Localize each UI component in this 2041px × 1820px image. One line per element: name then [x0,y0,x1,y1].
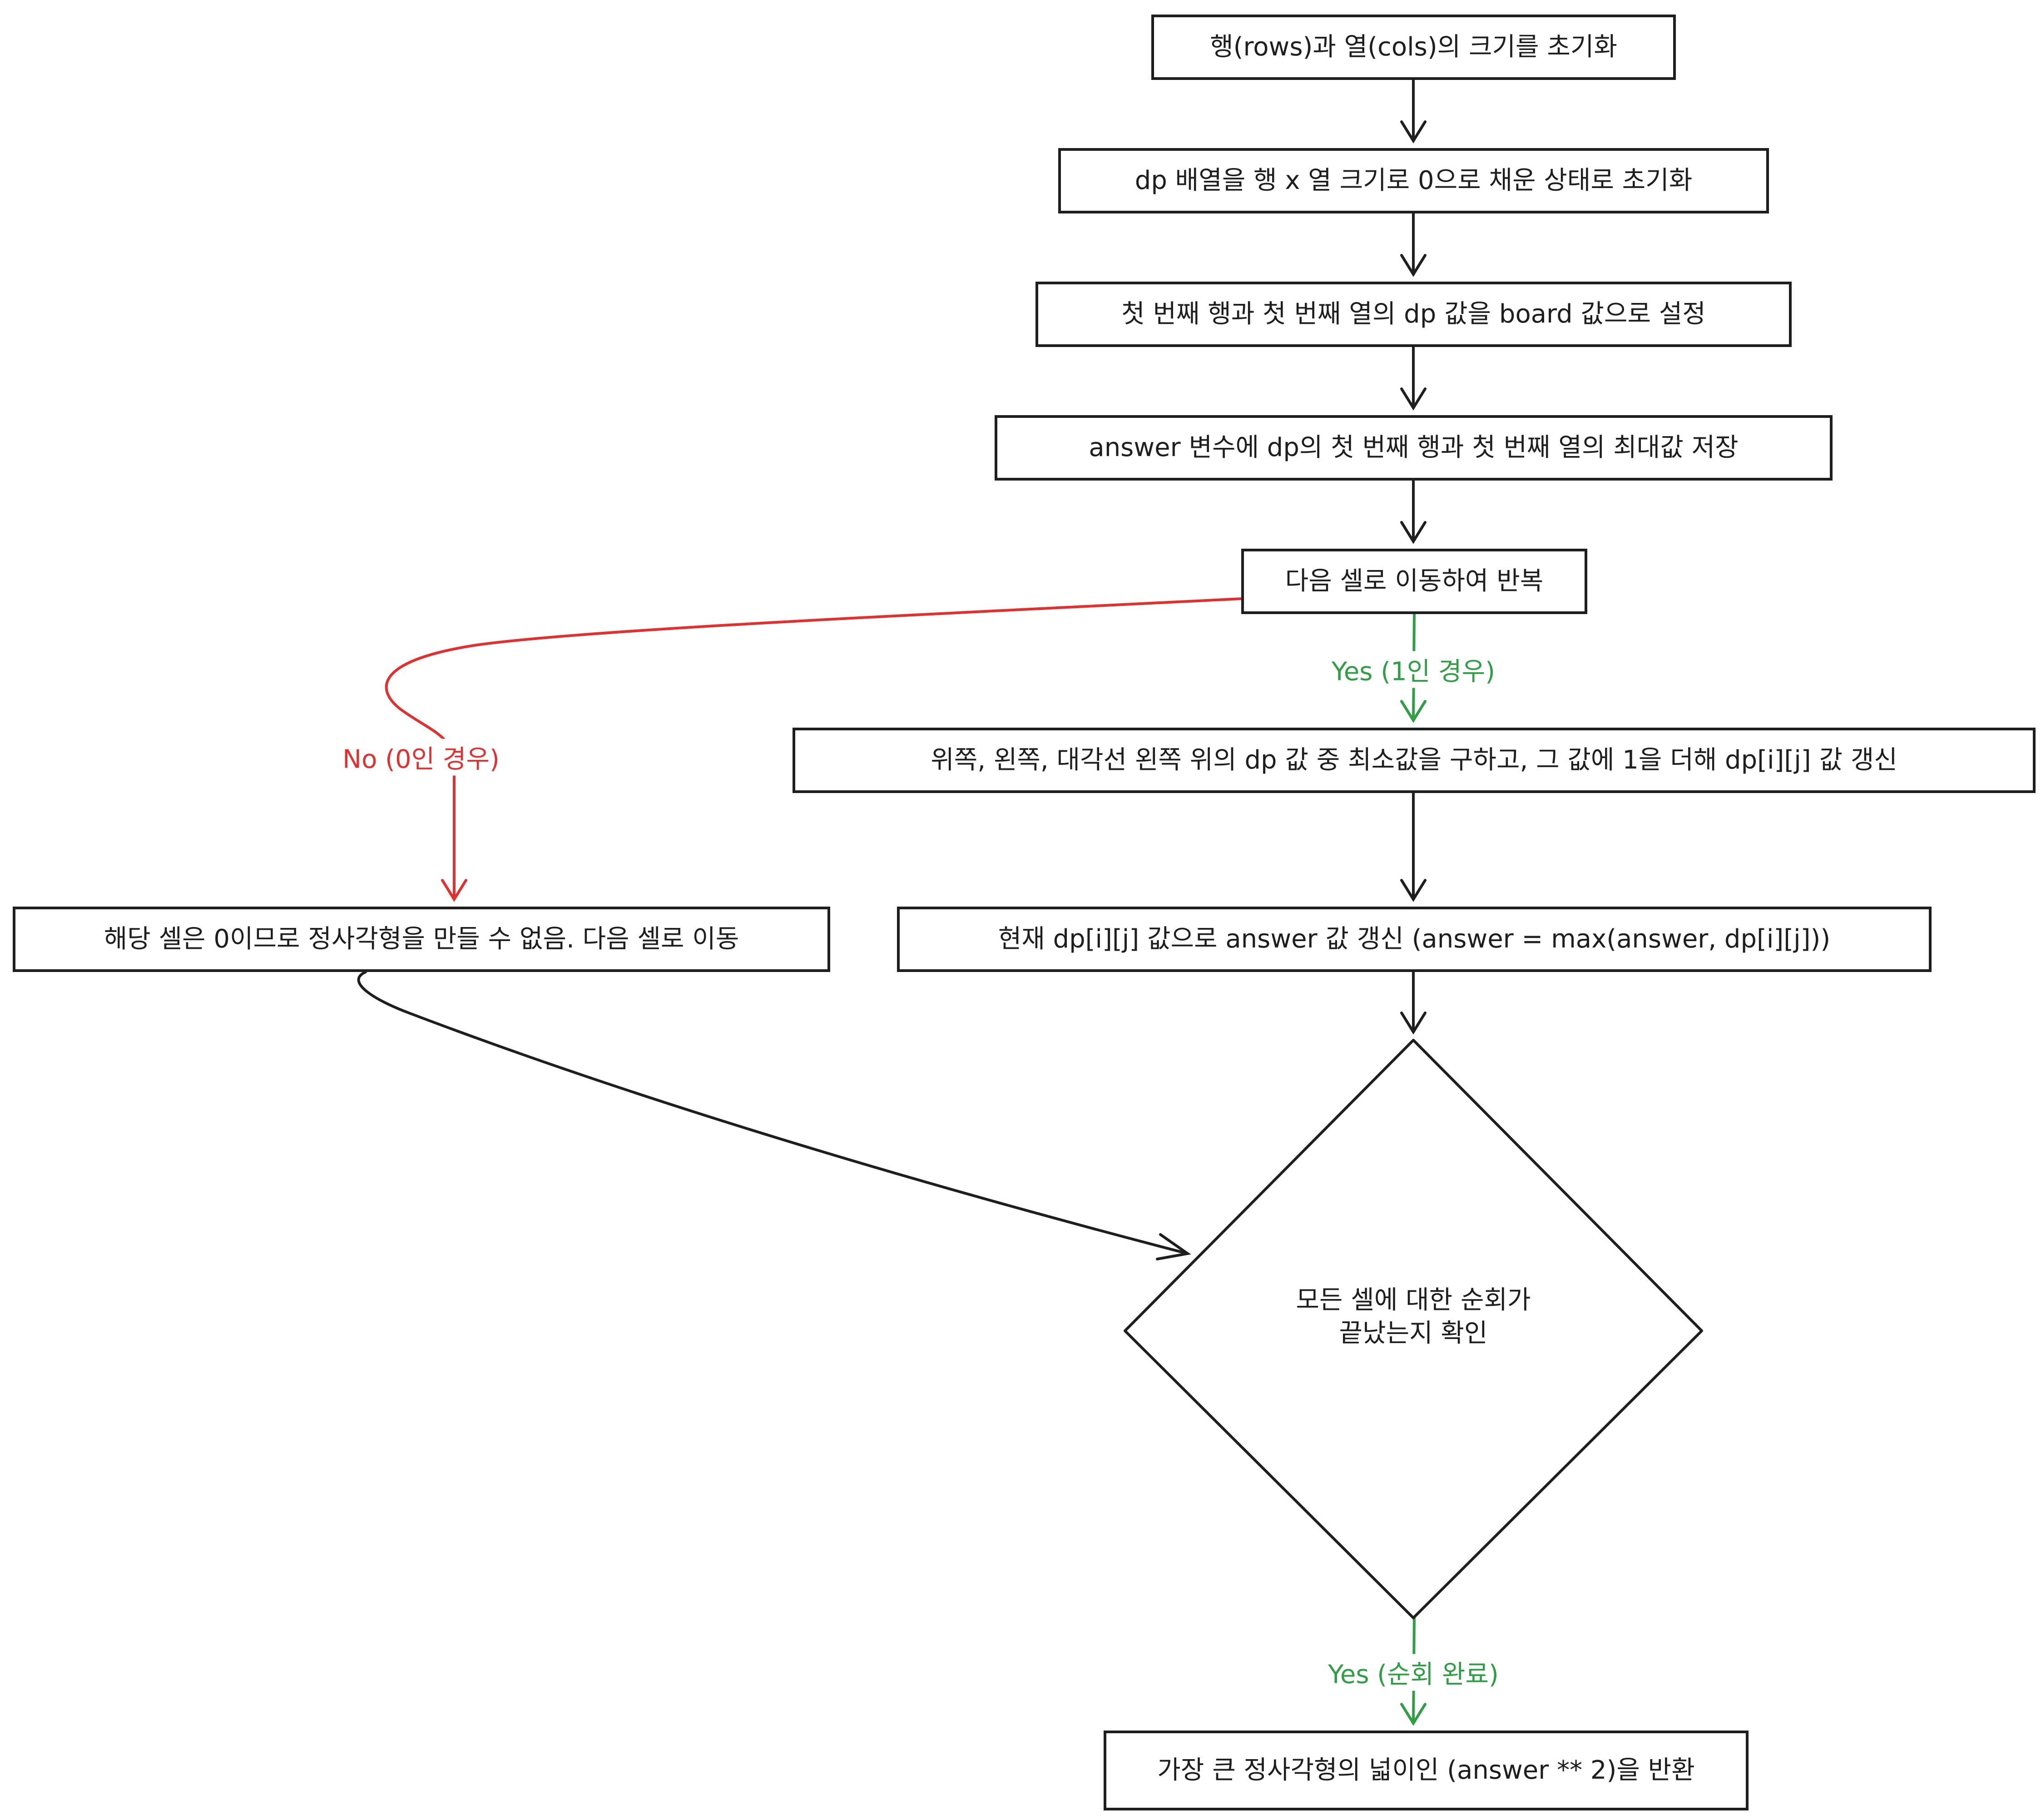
return-result-label: 가장 큰 정사각형의 넓이인 (answer ** 2)을 반환 [1157,1756,1695,1785]
init-dp-node: dp 배열을 행 x 열 크기로 0으로 채운 상태로 초기화 [1058,148,1769,213]
next-cell-node: 다음 셀로 이동하여 반복 [1241,549,1587,614]
next-cell-label: 다음 셀로 이동하여 반복 [1285,566,1544,596]
update-dp-label: 위쪽, 왼쪽, 대각선 왼쪽 위의 dp 값 중 최소값을 구하고, 그 값에 … [931,745,1897,775]
arrowhead [1400,1703,1427,1726]
init-size-label: 행(rows)과 열(cols)의 크기를 초기화 [1210,32,1617,62]
yes-done-label: Yes (순회 완료) [1324,1654,1502,1691]
edge-no-zero [385,596,1271,901]
init-size-node: 행(rows)과 열(cols)의 크기를 초기화 [1151,15,1676,80]
set-first-node: 첫 번째 행과 첫 번째 열의 dp 값을 board 값으로 설정 [1035,282,1792,347]
arrowhead [1400,1012,1427,1035]
update-answer-label: 현재 dp[i][j] 값으로 answer 값 갱신 (answer = ma… [998,924,1831,954]
update-answer-node: 현재 dp[i][j] 값으로 answer 값 갱신 (answer = ma… [897,907,1932,972]
return-result-node: 가장 큰 정사각형의 넓이인 (answer ** 2)을 반환 [1104,1731,1749,1810]
arrowhead [1156,1233,1191,1260]
arrowhead [1400,387,1427,411]
init-dp-label: dp 배열을 행 x 열 크기로 0으로 채운 상태로 초기화 [1134,166,1693,195]
store-answer-node: answer 변수에 dp의 첫 번째 행과 첫 번째 열의 최대값 저장 [995,415,1833,481]
check-done-line2: 끝났는지 확인 [1339,1319,1488,1348]
store-answer-label: answer 변수에 dp의 첫 번째 행과 첫 번째 열의 최대값 저장 [1089,433,1739,462]
yes-one-label: Yes (1인 경우) [1328,651,1499,688]
update-dp-node: 위쪽, 왼쪽, 대각선 왼쪽 위의 dp 값 중 최소값을 구하고, 그 값에 … [793,728,2036,793]
arrowhead [1400,120,1427,144]
check-done-label: 모든 셀에 대한 순회가 끝났는지 확인 [1226,1281,1600,1354]
arrowhead [1400,879,1427,902]
arrowhead [1400,700,1427,723]
edge-zero-cell-to-check [357,971,1189,1255]
no-zero-label: No (0인 경우) [339,739,503,776]
arrowhead [441,879,467,902]
arrowhead [1400,254,1427,277]
zero-cell-node: 해당 셀은 0이므로 정사각형을 만들 수 없음. 다음 셀로 이동 [13,907,830,972]
arrowhead [1400,521,1427,544]
set-first-label: 첫 번째 행과 첫 번째 열의 dp 값을 board 값으로 설정 [1121,299,1706,329]
zero-cell-label: 해당 셀은 0이므로 정사각형을 만들 수 없음. 다음 셀로 이동 [104,924,739,954]
check-done-line1: 모든 셀에 대한 순회가 [1296,1285,1531,1315]
decision-diamond [1124,1039,1703,1619]
